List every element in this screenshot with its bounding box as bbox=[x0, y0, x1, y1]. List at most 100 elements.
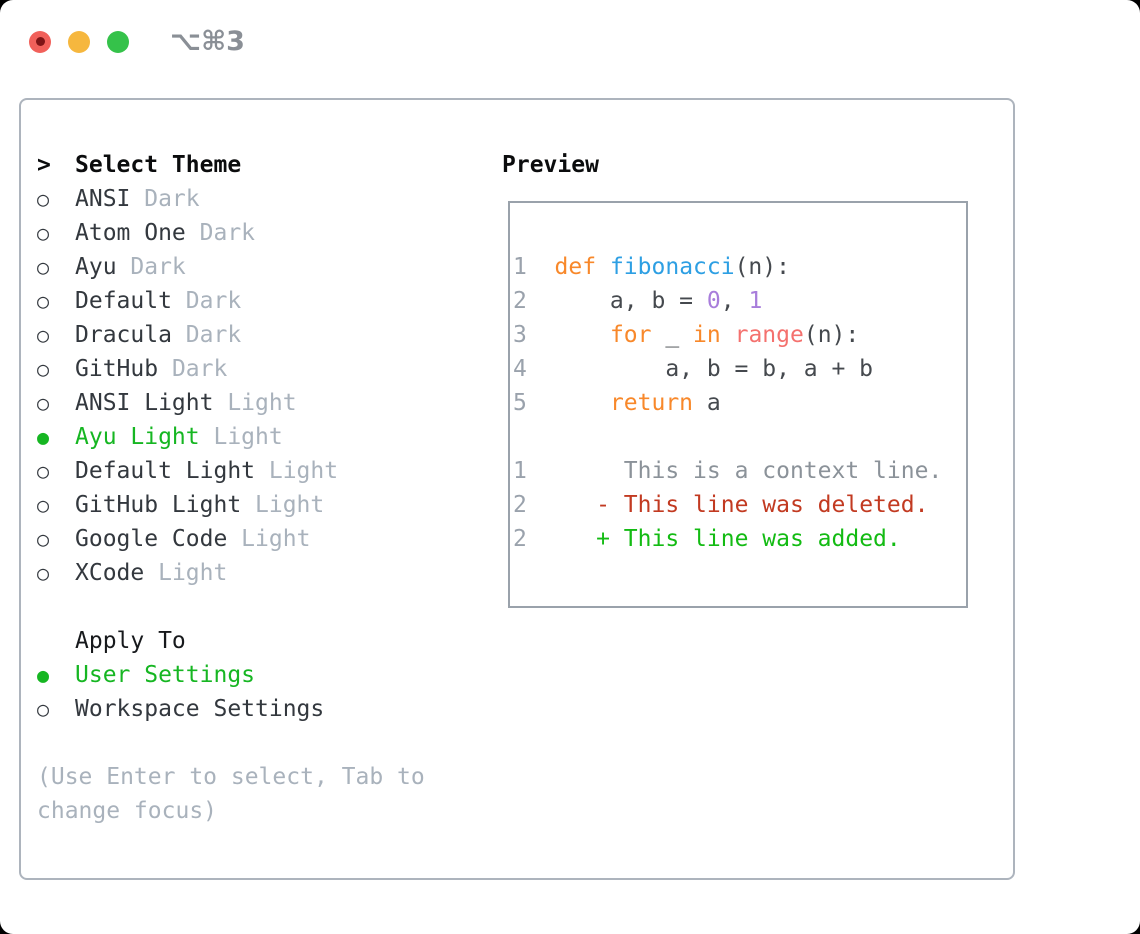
apply-option-label: Workspace Settings bbox=[75, 696, 325, 722]
code-token-call: range bbox=[734, 322, 804, 348]
titlebar: ⌥⌘3 bbox=[29, 26, 245, 57]
code-line bbox=[513, 420, 962, 454]
code-line: 5 return a bbox=[513, 386, 962, 420]
theme-variant: Dark bbox=[130, 186, 200, 212]
radio-unselected-icon: ○ bbox=[37, 221, 50, 245]
code-line: 3 for _ in range(n): bbox=[513, 318, 962, 352]
theme-item-ansi[interactable]: ○ANSI Dark bbox=[37, 182, 338, 216]
window-shortcut-label: ⌥⌘3 bbox=[170, 26, 245, 57]
code-token-number: 1 bbox=[748, 288, 763, 314]
apply-to-title: Apply To bbox=[75, 628, 186, 654]
preview-title: Preview bbox=[502, 152, 599, 178]
radio-selected-icon: ● bbox=[37, 663, 50, 687]
theme-name: XCode bbox=[75, 560, 145, 586]
code-token-deleted: - This line was deleted. bbox=[596, 492, 929, 518]
apply-to-header: Apply To bbox=[37, 624, 338, 658]
radio-unselected-icon: ○ bbox=[37, 391, 50, 415]
code-token-code_text: , bbox=[720, 288, 749, 314]
code-token-code_text bbox=[527, 492, 596, 518]
theme-name: Atom One bbox=[75, 220, 186, 246]
code-token-number: 0 bbox=[706, 288, 721, 314]
code-token-keyword: return bbox=[609, 390, 694, 416]
select-theme-header: > Select Theme bbox=[37, 148, 338, 182]
code-token-line_number: 5 bbox=[513, 390, 555, 416]
code-token-code_text bbox=[527, 526, 596, 552]
theme-variant: Dark bbox=[171, 322, 242, 348]
code-line: 2 + This line was added. bbox=[513, 522, 962, 556]
theme-variant: Light bbox=[213, 390, 297, 416]
code-line: 2 - This line was deleted. bbox=[513, 488, 962, 522]
code-token-function: fibonacci bbox=[609, 254, 735, 280]
theme-variant: Light bbox=[241, 492, 325, 518]
radio-unselected-icon: ○ bbox=[37, 255, 50, 279]
code-token-code_text: (n): bbox=[734, 254, 790, 280]
code-token-code_text: _ bbox=[651, 322, 694, 348]
code-token-code_text: a bbox=[693, 390, 721, 416]
apply-option-user-settings[interactable]: ● User Settings bbox=[37, 658, 338, 692]
apply-to-spacer bbox=[37, 624, 75, 658]
code-token-keyword: in bbox=[693, 322, 721, 348]
code-token-code_text: (n): bbox=[803, 322, 860, 348]
apply-option-label: User Settings bbox=[75, 662, 256, 688]
theme-item-ayu-light[interactable]: ●Ayu Light Light bbox=[37, 420, 338, 454]
minimize-button[interactable] bbox=[68, 30, 90, 53]
code-token-keyword: def bbox=[554, 254, 597, 280]
code-token-context: This is a context line. bbox=[526, 458, 943, 484]
theme-name: Default bbox=[75, 288, 172, 314]
radio-unselected-icon: ○ bbox=[37, 527, 50, 551]
code-token-line_number: 1 bbox=[513, 458, 527, 484]
theme-item-github[interactable]: ○ GitHub Dark bbox=[37, 352, 338, 386]
prompt-caret-icon: > bbox=[37, 152, 51, 178]
theme-name: Ayu Light bbox=[75, 424, 200, 450]
theme-item-atom-one[interactable]: ○ Atom One Dark bbox=[37, 216, 338, 250]
theme-name: Default Light bbox=[75, 458, 256, 484]
theme-name: Google Code bbox=[75, 526, 228, 552]
code-token-added: + This line was added. bbox=[596, 526, 901, 552]
radio-unselected-icon: ○ bbox=[37, 289, 50, 313]
theme-item-google-code[interactable]: ○Google Code Light bbox=[37, 522, 338, 556]
theme-item-default[interactable]: ○ Default Dark bbox=[37, 284, 338, 318]
theme-item-default-light[interactable]: ○Default Light Light bbox=[37, 454, 338, 488]
theme-name: GitHub bbox=[75, 356, 159, 382]
radio-unselected-icon: ○ bbox=[37, 357, 50, 381]
theme-list: ○ANSI Dark○Atom One Dark○Ayu Dark○Defaul… bbox=[37, 182, 338, 590]
code-token-line_number: 2 bbox=[513, 526, 527, 552]
theme-name: GitHub Light bbox=[75, 492, 242, 518]
code-token-line_number: 2 bbox=[513, 492, 527, 518]
code-token-code_text: a, b = b, a + b bbox=[554, 356, 874, 382]
zoom-button[interactable] bbox=[107, 30, 129, 53]
apply-to-list: ● User Settings ○ Workspace Settings bbox=[37, 658, 338, 726]
apply-option-workspace-settings[interactable]: ○ Workspace Settings bbox=[37, 692, 338, 726]
select-theme-title: Select Theme bbox=[75, 152, 242, 178]
theme-variant: Dark bbox=[185, 220, 256, 246]
radio-unselected-icon: ○ bbox=[37, 493, 50, 517]
theme-variant: Dark bbox=[116, 254, 186, 280]
theme-item-dracula[interactable]: ○ Dracula Dark bbox=[37, 318, 338, 352]
theme-variant: Light bbox=[199, 424, 283, 450]
theme-name: Dracula bbox=[75, 322, 172, 348]
radio-unselected-icon: ○ bbox=[37, 561, 50, 585]
theme-variant: Light bbox=[144, 560, 228, 586]
code-line: 4 a, b = b, a + b bbox=[513, 352, 962, 386]
code-line: 1 This is a context line. bbox=[513, 454, 962, 488]
apply-to-section: Apply To ● User Settings ○ Workspace Settin… bbox=[37, 624, 338, 726]
theme-name: ANSI Light bbox=[75, 390, 214, 416]
close-button[interactable] bbox=[29, 30, 51, 53]
radio-unselected-icon: ○ bbox=[37, 323, 50, 347]
theme-item-github-light[interactable]: ○ GitHub Light Light bbox=[37, 488, 338, 522]
theme-item-ansi-light[interactable]: ○ ANSI Light Light bbox=[37, 386, 338, 420]
code-token-line_number: 4 bbox=[513, 356, 555, 382]
code-line: 2 a, b = 0, 1 bbox=[513, 284, 962, 318]
code-token-code_text bbox=[555, 390, 610, 416]
code-token-code_text bbox=[596, 254, 610, 280]
keyboard-hint: (Use Enter to select, Tab to change focu… bbox=[37, 764, 425, 824]
theme-variant: Dark bbox=[171, 288, 242, 314]
theme-variant: Dark bbox=[158, 356, 228, 382]
theme-item-ayu[interactable]: ○Ayu Dark bbox=[37, 250, 338, 284]
theme-item-xcode[interactable]: ○ XCode Light bbox=[37, 556, 338, 590]
radio-unselected-icon: ○ bbox=[37, 697, 50, 721]
code-token-code_text bbox=[721, 322, 735, 348]
theme-variant: Light bbox=[255, 458, 339, 484]
